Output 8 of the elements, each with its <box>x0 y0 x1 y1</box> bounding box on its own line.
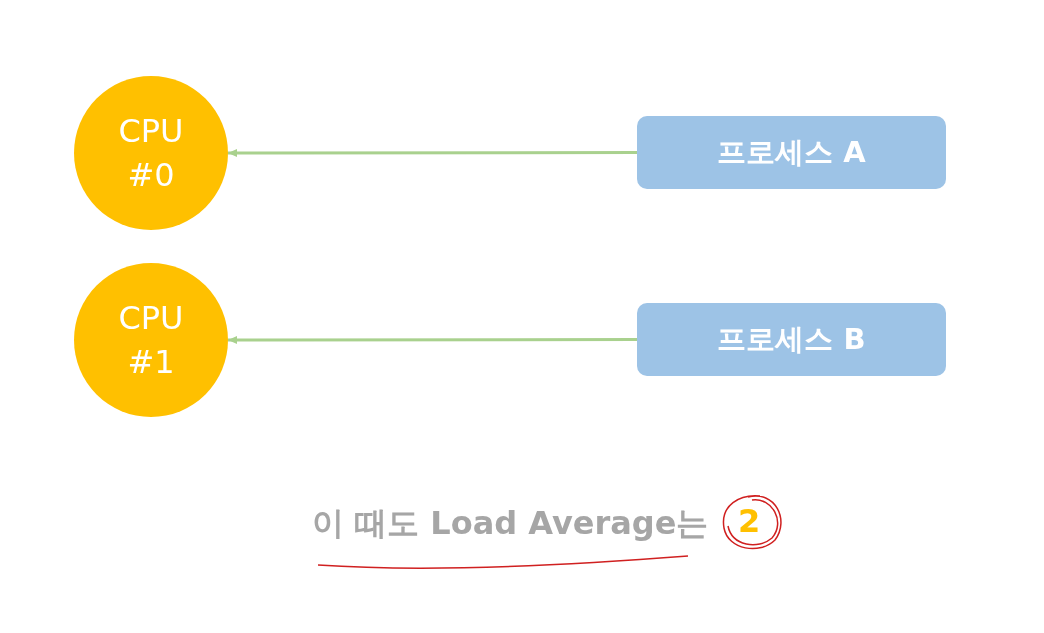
cpu-circle: CPU #1 <box>74 263 228 417</box>
arrow <box>228 148 637 157</box>
arrow <box>228 335 637 344</box>
process-box: 프로세스 B <box>637 303 946 376</box>
note-text: 이 때도 Load Average는 <box>312 503 709 544</box>
process-box: 프로세스 A <box>637 116 946 189</box>
value-text: 2 <box>738 502 761 540</box>
cpu-circle: CPU #0 <box>74 76 228 230</box>
